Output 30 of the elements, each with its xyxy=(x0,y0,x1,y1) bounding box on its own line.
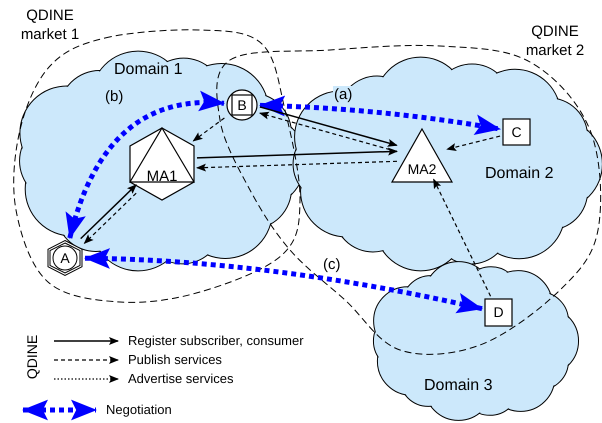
edge-label: (c) xyxy=(322,256,342,274)
arrow xyxy=(196,148,398,159)
domain-label: Domain 3 xyxy=(424,377,492,394)
node-label: MA1 xyxy=(146,168,178,185)
node-label: B xyxy=(237,96,247,114)
arrow xyxy=(260,106,398,147)
node-label: MA2 xyxy=(408,161,436,177)
legend-label: Advertise services xyxy=(128,370,234,386)
vertical-label: QDINE xyxy=(24,334,40,382)
edge-label: (b) xyxy=(104,88,124,106)
negotiation-arrow xyxy=(66,92,225,240)
arrow xyxy=(433,178,492,296)
arrow xyxy=(80,184,137,240)
node-label: A xyxy=(60,248,70,268)
negotiation-arrow xyxy=(84,248,484,314)
arrow xyxy=(192,118,225,142)
region-label: QDINE market 1 xyxy=(20,6,80,44)
arrow xyxy=(196,160,398,172)
node-label: C xyxy=(511,122,522,142)
arrow xyxy=(84,192,137,244)
arrow xyxy=(446,136,500,151)
edge-label: (a) xyxy=(333,86,354,104)
domain-label: Domain 2 xyxy=(485,165,554,182)
legend-label: Register subscriber, consumer xyxy=(128,332,304,348)
negotiation-arrow xyxy=(259,96,502,136)
node-label: D xyxy=(493,303,504,322)
legend-label: Publish services xyxy=(128,352,222,368)
legend-label: Negotiation xyxy=(106,402,172,418)
domain-label: Domain 1 xyxy=(114,61,182,78)
region-label: QDINE market 2 xyxy=(524,22,586,60)
